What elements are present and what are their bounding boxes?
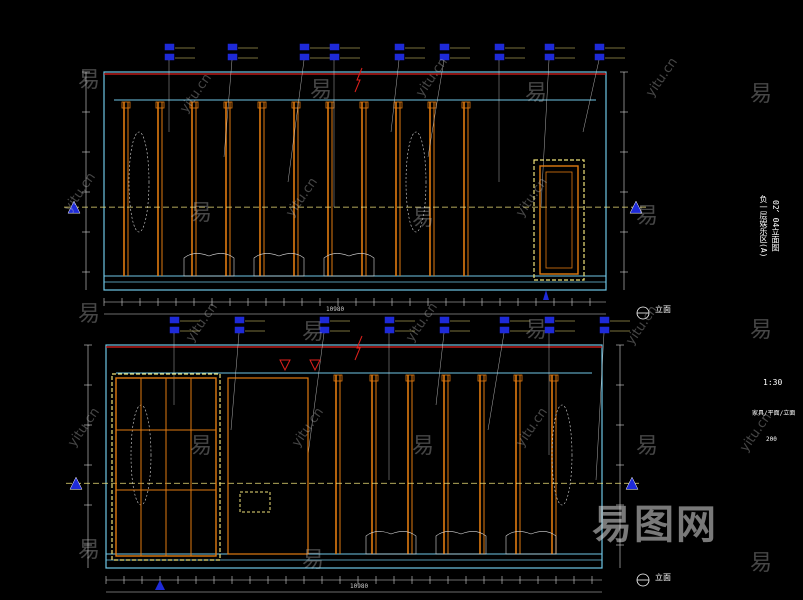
upper-material-tag: [594, 43, 605, 51]
lower-material-tag: [384, 326, 395, 334]
lower-panel-cap: [549, 374, 559, 382]
lower-material-tag: [499, 316, 510, 324]
upper-width-dimension: 10980: [326, 306, 345, 313]
lower-material-tag: [234, 326, 245, 334]
lower-section-mark-label: 立面: [655, 573, 671, 582]
lower-sofa-outline: [435, 531, 487, 555]
upper-title-label: 负一层娱乐区(A): [759, 195, 768, 258]
upper-door-marker: [543, 290, 549, 300]
lower-panel-cap: [477, 374, 487, 382]
lower-tv-screen: [239, 491, 271, 513]
upper-material-tag: [439, 43, 450, 51]
lower-material-leader: [230, 332, 240, 431]
upper-section-marker-right: [629, 200, 643, 214]
lower-panel-cap: [333, 374, 343, 382]
upper-panel-cap: [461, 101, 471, 109]
upper-panel-cap: [189, 101, 199, 109]
lower-material-leader: [595, 332, 605, 481]
upper-material-leader: [582, 59, 600, 133]
upper-panel-cap: [291, 101, 301, 109]
upper-section-marker-left: [67, 200, 81, 214]
upper-sofa-outline: [253, 253, 305, 277]
upper-section-mark-label: 立面: [655, 305, 671, 314]
lower-material-leader: [435, 332, 445, 406]
lower-panel-cap: [405, 374, 415, 382]
upper-material-tag: [394, 53, 405, 61]
lower-material-tag: [439, 326, 450, 334]
upper-material-tag: [299, 43, 310, 51]
lower-ceiling-break: [354, 335, 363, 361]
upper-sofa-outline: [183, 253, 235, 277]
upper-material-tag: [544, 43, 555, 51]
upper-material-leader: [390, 59, 400, 133]
upper-material-tag: [494, 43, 505, 51]
lower-panel-cap: [369, 374, 379, 382]
lower-sofa-outline: [505, 531, 557, 555]
lower-section-marker-right: [625, 476, 639, 490]
lower-material-tag: [599, 326, 610, 334]
upper-material-tag: [299, 53, 310, 61]
upper-material-leader: [287, 59, 305, 183]
upper-material-tag: [494, 53, 505, 61]
lower-axis-marker: [155, 580, 165, 590]
upper-mirror-ellipse: [128, 131, 150, 233]
upper-door-leaf: [539, 165, 579, 275]
upper-sofa-outline: [323, 253, 375, 277]
lower-material-leader: [307, 332, 325, 456]
lower-material-tag: [544, 316, 555, 324]
upper-material-tag: [164, 43, 175, 51]
lower-material-tag: [499, 326, 510, 334]
lower-panel-cap: [513, 374, 523, 382]
upper-material-leader: [223, 59, 233, 158]
upper-mirror-ellipse: [405, 131, 427, 233]
scale-label: 1:30: [763, 378, 783, 387]
upper-panel-cap: [155, 101, 165, 109]
lower-material-tag: [384, 316, 395, 324]
lower-section-marker-left: [69, 476, 83, 490]
upper-material-tag: [439, 53, 450, 61]
upper-material-tag: [394, 43, 405, 51]
lower-material-tag: [544, 326, 555, 334]
upper-material-tag: [544, 53, 555, 61]
lower-mirror-ellipse: [551, 404, 573, 506]
lower-material-tag: [319, 326, 330, 334]
upper-door-panel: [545, 171, 573, 269]
lower-sofa-outline: [365, 531, 417, 555]
lower-wall-outline: [105, 344, 603, 569]
upper-panel-cap: [257, 101, 267, 109]
lower-material-tag: [439, 316, 450, 324]
lower-tv-wall: [227, 377, 309, 555]
upper-material-tag: [164, 53, 175, 61]
upper-material-leader: [427, 59, 445, 158]
lower-material-tag: [599, 316, 610, 324]
lower-cabinet-frame: [111, 373, 221, 561]
upper-material-tag: [227, 53, 238, 61]
upper-material-tag: [227, 43, 238, 51]
upper-subtitle-label: 02、04立面图: [771, 200, 780, 252]
lower-downlight: [279, 359, 291, 372]
upper-material-leader: [540, 59, 550, 208]
side-note-label: 家具/平面/立面: [752, 410, 796, 417]
lower-material-tag: [169, 326, 180, 334]
upper-panel-cap: [427, 101, 437, 109]
lower-material-tag: [319, 316, 330, 324]
upper-material-tag: [594, 53, 605, 61]
upper-wall-outline: [103, 71, 607, 291]
lower-material-tag: [234, 316, 245, 324]
upper-panel-cap: [359, 101, 369, 109]
side-value-label: 200: [766, 436, 777, 443]
upper-panel-cap: [121, 101, 131, 109]
lower-downlight: [309, 359, 321, 372]
lower-panel-cap: [441, 374, 451, 382]
lower-width-dimension: 10980: [350, 583, 369, 590]
upper-ceiling-break: [354, 67, 363, 93]
upper-material-tag: [329, 43, 340, 51]
lower-material-leader: [487, 332, 505, 431]
lower-material-tag: [169, 316, 180, 324]
upper-material-tag: [329, 53, 340, 61]
upper-door-frame: [533, 159, 585, 281]
